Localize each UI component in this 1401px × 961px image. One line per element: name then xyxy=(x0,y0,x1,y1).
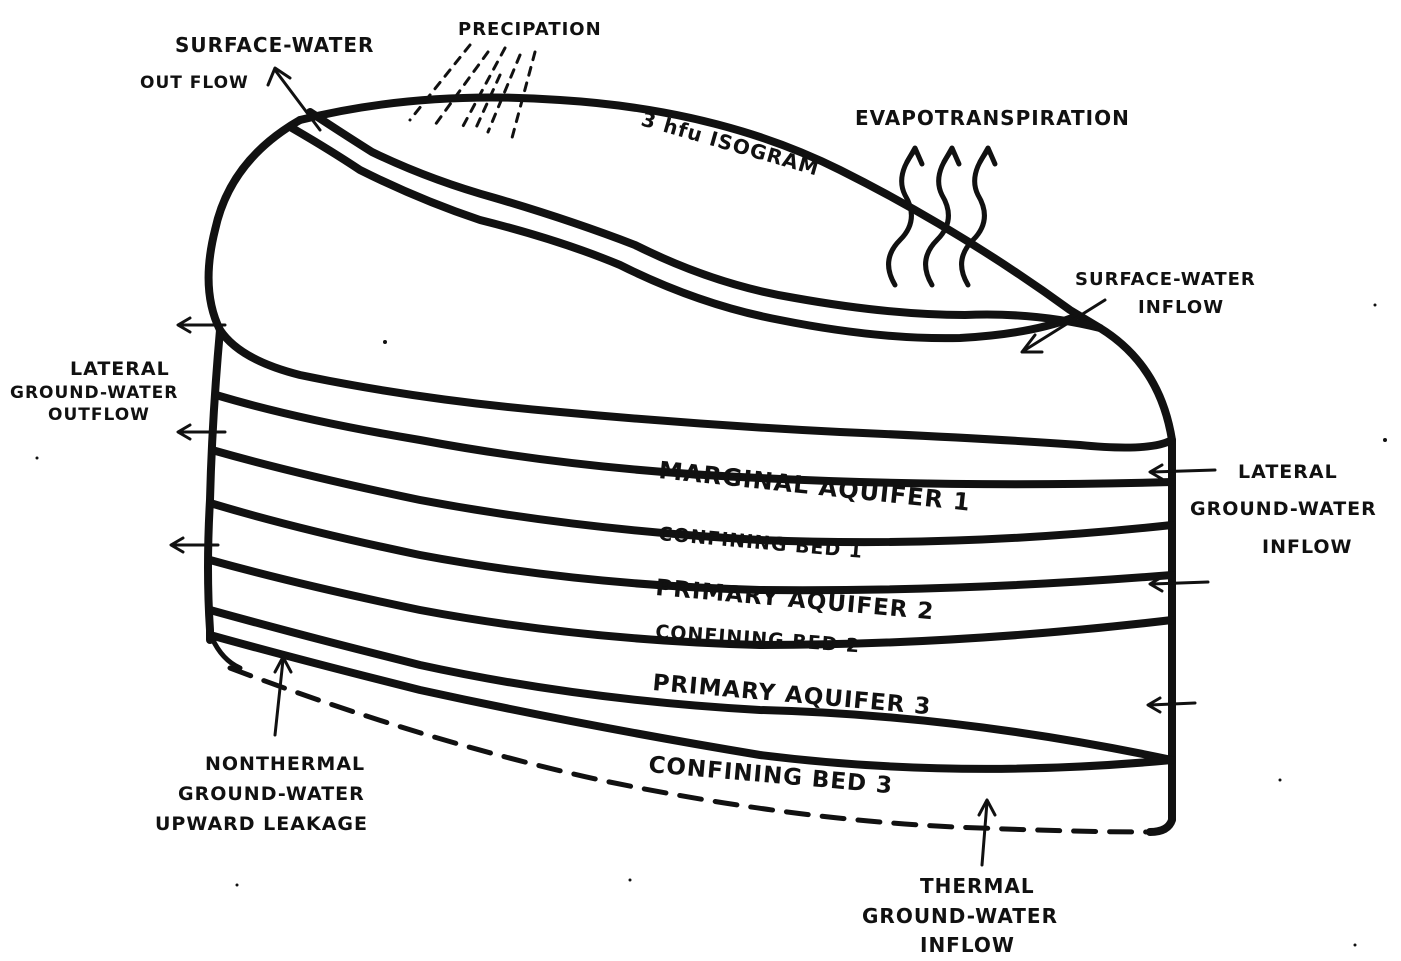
layer-label-1: MARGINAL AQUIFER 1 xyxy=(657,456,972,517)
label-nonthermal-3: UPWARD LEAKAGE xyxy=(155,813,368,835)
label-nonthermal-2: GROUND-WATER xyxy=(178,783,365,805)
label-nonthermal-1: NONTHERMAL xyxy=(205,753,365,775)
label-lateral-inflow-3: INFLOW xyxy=(1262,536,1353,558)
label-lateral-outflow-3: OUTFLOW xyxy=(48,405,150,425)
layer-label-4: CONFINING BED 2 xyxy=(655,621,861,657)
label-evapotranspiration: EVAPOTRANSPIRATION xyxy=(855,106,1130,130)
evapotranspiration-arrows xyxy=(889,148,995,285)
label-lateral-outflow-1: LATERAL xyxy=(70,358,170,380)
precipitation-dashes xyxy=(410,45,535,138)
label-surface-water-outflow-1: SURFACE-WATER xyxy=(175,33,374,57)
label-lateral-outflow-2: GROUND-WATER xyxy=(10,383,178,403)
label-thermal-3: INFLOW xyxy=(920,933,1015,957)
label-surface-water-outflow-2: OUT FLOW xyxy=(140,73,249,93)
nonthermal-leakage-arrow xyxy=(275,657,291,735)
label-surface-water-inflow-2: INFLOW xyxy=(1138,297,1224,318)
layer-label-3: PRIMARY AQUIFER 2 xyxy=(654,575,935,625)
label-thermal-2: GROUND-WATER xyxy=(862,904,1058,928)
thermal-inflow-arrow xyxy=(979,800,995,865)
layer-label-2: CONFINING BED 1 xyxy=(658,523,864,563)
label-isogram: 3 hfu ISOGRAM xyxy=(639,107,823,181)
left-side-wall xyxy=(208,330,220,640)
label-surface-water-inflow-1: SURFACE-WATER xyxy=(1075,269,1256,290)
label-lateral-inflow-2: GROUND-WATER xyxy=(1190,498,1377,520)
label-precipitation: PRECIPATION xyxy=(458,19,602,40)
label-thermal-1: THERMAL xyxy=(920,874,1035,898)
label-lateral-inflow-1: LATERAL xyxy=(1238,461,1338,483)
